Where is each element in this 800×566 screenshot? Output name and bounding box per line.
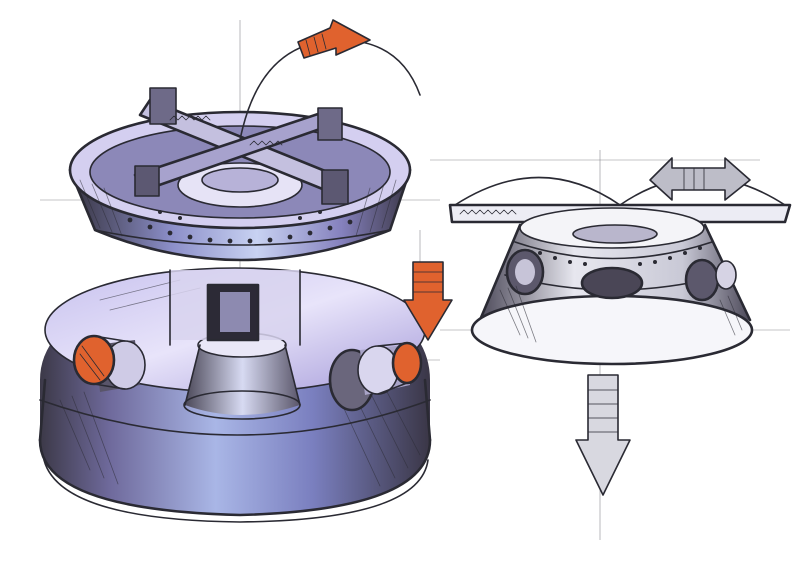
exploded-down-arrow-icon: [575, 374, 631, 496]
pot-support: [133, 87, 349, 205]
center-column: [169, 269, 301, 346]
exploded-view-right: [448, 176, 792, 366]
left-valve-knob: [72, 334, 146, 392]
curved-arrow-icon: [239, 19, 421, 141]
burner-cone: [183, 332, 301, 420]
double-arrow-icon: [649, 157, 751, 201]
down-arrow-icon: [403, 261, 453, 341]
right-valve-knob: [328, 341, 423, 412]
burner-ring: [68, 110, 412, 262]
